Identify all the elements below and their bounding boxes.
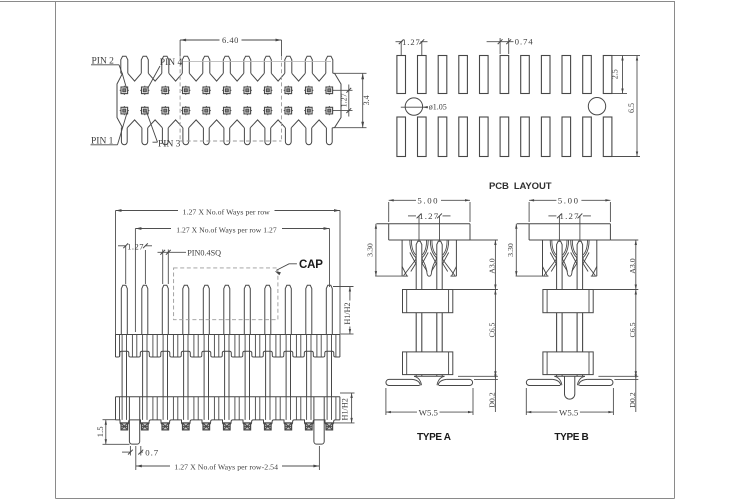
svg-text:C6.5: C6.5 — [488, 322, 497, 337]
svg-text:3.30: 3.30 — [506, 243, 515, 257]
svg-text:D0.2: D0.2 — [628, 392, 637, 407]
svg-text:1.5: 1.5 — [95, 426, 105, 438]
svg-text:1.27 X No.of Ways per row: 1.27 X No.of Ways per row — [183, 208, 271, 217]
svg-text:PCB LAYOUT: PCB LAYOUT — [489, 181, 552, 192]
svg-text:5.00: 5.00 — [417, 196, 439, 206]
svg-text:PIN 1: PIN 1 — [91, 137, 114, 147]
svg-text:6.5: 6.5 — [627, 103, 636, 113]
svg-text:3.4: 3.4 — [362, 95, 371, 105]
svg-text:1.27: 1.27 — [559, 211, 579, 221]
svg-text:5.00: 5.00 — [558, 196, 580, 206]
svg-text:H1/H2: H1/H2 — [343, 302, 352, 324]
svg-text:A3.0: A3.0 — [488, 258, 497, 273]
svg-text:PIN 3: PIN 3 — [158, 139, 181, 149]
svg-text:1.27 X No.of Ways per row-2.54: 1.27 X No.of Ways per row-2.54 — [174, 462, 278, 471]
svg-text:0.74: 0.74 — [515, 37, 534, 47]
svg-text:0.7: 0.7 — [145, 447, 159, 457]
svg-text:TYPE B: TYPE B — [554, 432, 588, 443]
svg-text:1.27: 1.27 — [402, 37, 420, 47]
svg-text:TYPE A: TYPE A — [417, 432, 451, 443]
svg-text:PIN 2: PIN 2 — [92, 57, 115, 67]
svg-text:A3.0: A3.0 — [628, 258, 637, 273]
svg-text:C6.5: C6.5 — [628, 322, 637, 337]
svg-text:H1/H2: H1/H2 — [341, 398, 350, 420]
svg-text:2.5: 2.5 — [611, 69, 620, 79]
svg-text:1.27 X No.of Ways per row 1.27: 1.27 X No.of Ways per row 1.27 — [176, 225, 277, 234]
svg-text:6.40: 6.40 — [222, 35, 239, 45]
svg-text:ø1.05: ø1.05 — [429, 103, 447, 112]
svg-text:1.27: 1.27 — [339, 93, 348, 107]
svg-text:1.27: 1.27 — [127, 242, 144, 252]
svg-text:PIN0.4SQ: PIN0.4SQ — [187, 249, 221, 258]
svg-text:CAP: CAP — [299, 259, 323, 271]
svg-text:PIN 4: PIN 4 — [160, 58, 183, 68]
svg-text:D0.2: D0.2 — [488, 392, 497, 407]
svg-text:W5.5: W5.5 — [419, 407, 439, 417]
svg-text:3.30: 3.30 — [366, 243, 375, 257]
svg-text:W5.5: W5.5 — [559, 407, 579, 417]
svg-text:1.27: 1.27 — [419, 211, 439, 221]
